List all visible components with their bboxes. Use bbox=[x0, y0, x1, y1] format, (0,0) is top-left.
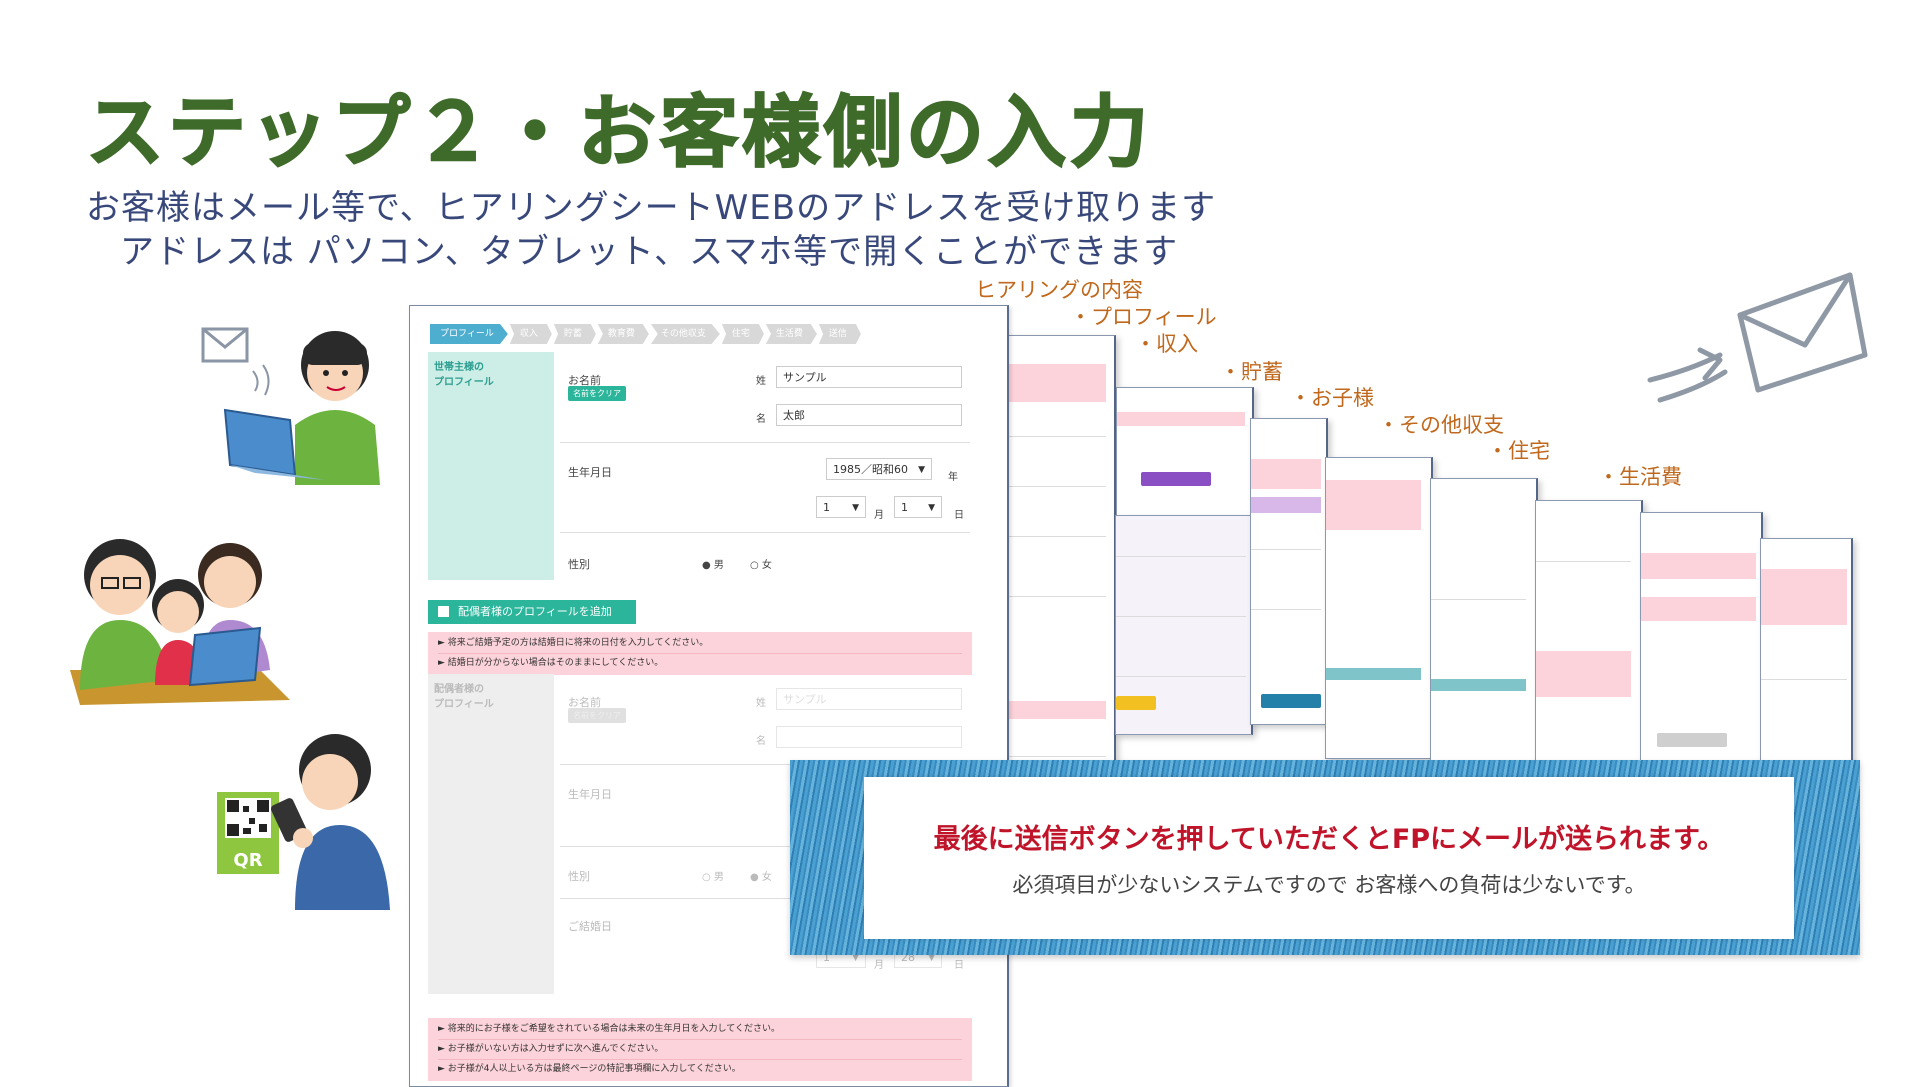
gender-label: 性別 bbox=[568, 558, 590, 571]
child-notes: ► 将来的にお子様をご希望をされている場合は未来の生年月日を入力してください。 … bbox=[428, 1018, 972, 1081]
category-children: ・お子様 bbox=[1290, 386, 1374, 410]
spouse-clear-name-button[interactable]: 名前をクリア bbox=[568, 708, 626, 723]
banner-main-text: 最後に送信ボタンを押していただくとFPにメールが送られます。 bbox=[933, 824, 1725, 855]
name-label: お名前 bbox=[568, 374, 601, 387]
sheet-housing-a bbox=[1325, 457, 1433, 759]
sheet-other bbox=[1250, 418, 1328, 725]
sheet-savings bbox=[1116, 387, 1254, 519]
birthdate-label: 生年月日 bbox=[568, 466, 612, 479]
category-housing: ・住宅 bbox=[1487, 439, 1550, 463]
hearing-sheet-form: プロフィール 収入 貯蓄 教育費 その他収支 住宅 生活費 送信 世帯主様の プ… bbox=[409, 305, 1009, 1087]
category-income: ・収入 bbox=[1135, 332, 1198, 356]
step-living[interactable]: 生活費 bbox=[765, 324, 817, 344]
spouse-gender-female-radio[interactable]: ● 女 bbox=[750, 872, 772, 883]
subtitle-line-1: お客様はメール等で、ヒアリングシートWEBのアドレスを受け取ります bbox=[86, 188, 1217, 228]
spouse-last-name-label: 姓 bbox=[756, 698, 766, 709]
birth-day-select[interactable]: 1 bbox=[894, 496, 942, 519]
add-spouse-label: 配偶者様のプロフィールを追加 bbox=[458, 605, 612, 618]
householder-section-label: 世帯主様の プロフィール bbox=[428, 352, 554, 580]
step-savings[interactable]: 貯蓄 bbox=[553, 324, 596, 344]
last-name-input[interactable]: サンプル bbox=[776, 366, 962, 388]
category-savings: ・貯蓄 bbox=[1220, 360, 1283, 384]
marriage-date-label: ご結婚日 bbox=[568, 920, 612, 933]
sheet-living-b bbox=[1640, 512, 1763, 784]
first-name-input[interactable]: 太郎 bbox=[776, 404, 962, 426]
gender-female-radio[interactable]: ○ 女 bbox=[750, 560, 772, 571]
year-unit: 年 bbox=[948, 472, 958, 483]
spouse-section-label: 配偶者様の プロフィール bbox=[428, 674, 554, 994]
month-unit: 月 bbox=[874, 510, 884, 521]
info-banner: 最後に送信ボタンを押していただくとFPにメールが送られます。 必須項目が少ないシ… bbox=[864, 777, 1794, 939]
clear-name-button[interactable]: 名前をクリア bbox=[568, 386, 626, 401]
spouse-first-name-label: 名 bbox=[756, 736, 766, 747]
sheet-children bbox=[1115, 515, 1253, 735]
spouse-birthdate-label: 生年月日 bbox=[568, 788, 612, 801]
marriage-notes: ► 将来ご結婚予定の方は結婚日に将来の日付を入力してください。 ► 結婚日が分か… bbox=[428, 632, 972, 675]
child-note-2: ► お子様がいない方は入力せずに次へ進んでください。 bbox=[438, 1040, 962, 1060]
banner-sub-text: 必須項目が少ないシステムですので お客様への負荷は少ないです。 bbox=[1012, 873, 1646, 897]
spouse-gender-male-radio[interactable]: ○ 男 bbox=[702, 872, 724, 883]
sheet-income bbox=[995, 335, 1116, 777]
marriage-note-1: ► 将来ご結婚予定の方は結婚日に将来の日付を入力してください。 bbox=[438, 634, 962, 654]
step-income[interactable]: 収入 bbox=[509, 324, 552, 344]
step-housing[interactable]: 住宅 bbox=[721, 324, 764, 344]
marriage-note-2: ► 結婚日が分からない場合はそのままにしてください。 bbox=[438, 658, 664, 668]
step-send[interactable]: 送信 bbox=[818, 324, 861, 344]
marriage-month-unit: 月 bbox=[874, 960, 884, 971]
categories-heading: ヒアリングの内容 bbox=[975, 278, 1143, 302]
small-envelope-icon bbox=[201, 327, 249, 363]
first-name-label: 名 bbox=[756, 414, 766, 425]
step-progress: プロフィール 収入 貯蓄 教育費 その他収支 住宅 生活費 送信 bbox=[430, 324, 863, 344]
gender-male-radio[interactable]: ● 男 bbox=[702, 560, 724, 571]
spouse-last-name-input[interactable]: サンプル bbox=[776, 688, 962, 710]
subtitle-line-2: アドレスは パソコン、タブレット、スマホ等で開くことができます bbox=[120, 232, 1179, 272]
step-education[interactable]: 教育費 bbox=[597, 324, 649, 344]
spouse-first-name-input[interactable] bbox=[776, 726, 962, 748]
spouse-gender-male-label: 男 bbox=[713, 872, 724, 883]
marriage-day-unit: 日 bbox=[954, 960, 964, 971]
child-note-1: ► 将来的にお子様をご希望をされている場合は未来の生年月日を入力してください。 bbox=[438, 1020, 962, 1040]
gender-female-label: 女 bbox=[761, 560, 772, 571]
last-name-label: 姓 bbox=[756, 376, 766, 387]
category-other: ・その他収支 bbox=[1378, 413, 1504, 437]
child-note-3: ► お子様が4人以上いる方は最終ページの特記事項欄に入力してください。 bbox=[438, 1064, 741, 1074]
birth-month-select[interactable]: 1 bbox=[816, 496, 866, 519]
man-with-smartphone-illustration: QR bbox=[217, 734, 390, 910]
spouse-name-label: お名前 bbox=[568, 696, 601, 709]
qr-label: QR bbox=[233, 850, 262, 871]
category-living: ・生活費 bbox=[1598, 465, 1682, 489]
sheet-living-a bbox=[1535, 500, 1643, 782]
step-profile[interactable]: プロフィール bbox=[430, 324, 508, 344]
slide-title: ステップ２・お客様側の入力 bbox=[85, 87, 1153, 179]
birth-year-select[interactable]: 1985／昭和60 bbox=[826, 458, 932, 481]
category-profile: ・プロフィール bbox=[1070, 305, 1217, 329]
family-with-laptop-illustration bbox=[70, 539, 290, 705]
day-unit: 日 bbox=[954, 510, 964, 521]
add-spouse-button[interactable]: 配偶者様のプロフィールを追加 bbox=[428, 600, 636, 624]
spouse-gender-female-label: 女 bbox=[761, 872, 772, 883]
gender-male-label: 男 bbox=[713, 560, 724, 571]
step-other[interactable]: その他収支 bbox=[650, 324, 720, 344]
envelope-sketch-icon bbox=[1647, 272, 1868, 403]
man-with-laptop-illustration bbox=[201, 327, 380, 485]
sheet-housing-b bbox=[1430, 478, 1538, 770]
checkbox-icon bbox=[438, 606, 449, 617]
sheet-send bbox=[1760, 538, 1853, 780]
spouse-gender-label: 性別 bbox=[568, 870, 590, 883]
